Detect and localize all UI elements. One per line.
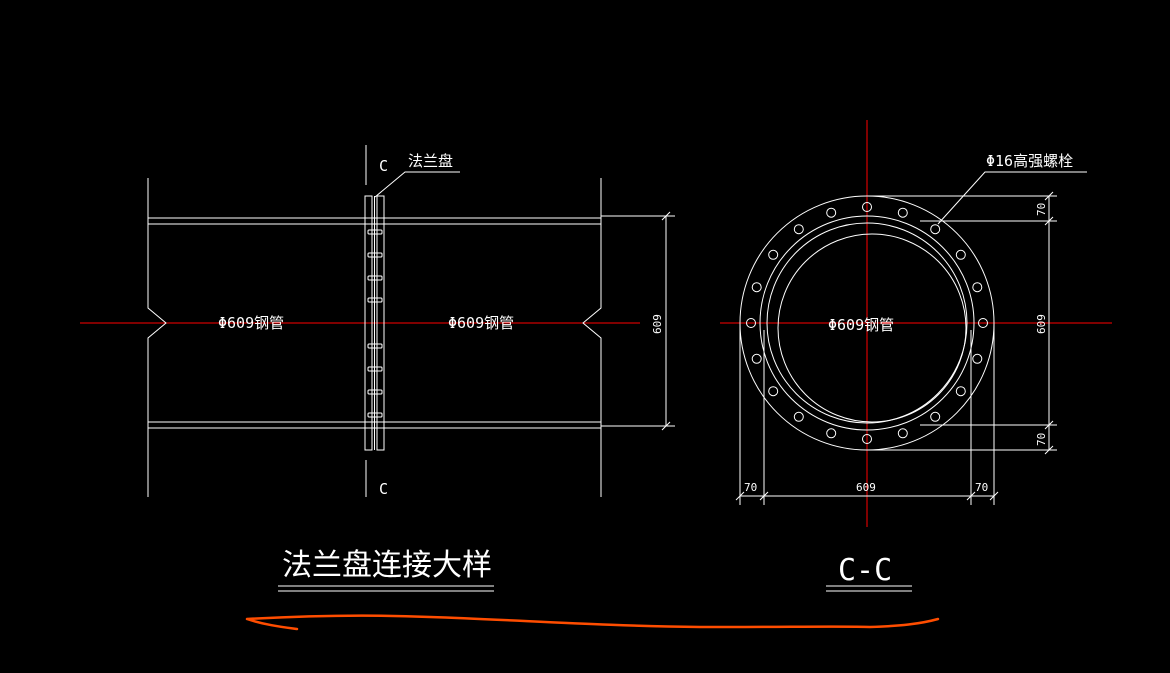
left-view-title: 法兰盘连接大样 (282, 548, 492, 583)
dim-tick (735, 491, 745, 501)
dim-middle-609: 609 (1035, 314, 1048, 334)
bolt-hole (897, 207, 908, 218)
dim-tick (661, 211, 671, 221)
bolt (367, 412, 383, 418)
dim-tick (989, 491, 999, 501)
bolt (367, 343, 383, 349)
bolt-hole (746, 318, 756, 328)
bolt-hole (972, 282, 983, 293)
bolt-hole (751, 353, 762, 364)
section-cc-view (720, 120, 1112, 592)
dim-right-70: 70 (975, 481, 988, 494)
bolt (367, 366, 383, 372)
bolt-hole (930, 224, 941, 235)
dim-tick (1044, 420, 1054, 430)
flange-inner-circle (759, 215, 975, 431)
bolt-hole (793, 411, 804, 422)
section-mark-top: C (379, 157, 388, 175)
bolt-hole (955, 249, 966, 260)
bolt-hole (826, 207, 837, 218)
bolt-hole (862, 202, 872, 212)
bolt-hole (972, 353, 983, 364)
flange-plate-left (364, 195, 373, 451)
dim-tick (966, 491, 976, 501)
bolt-leader-line (937, 171, 1087, 225)
bolt-hole (826, 428, 837, 439)
bolt (367, 275, 383, 281)
flange-plate-right (376, 195, 385, 451)
section-mark-bottom: C (379, 480, 388, 498)
cc-pipe-label: Φ609钢管 (828, 316, 894, 334)
dim-tick (1044, 191, 1054, 201)
pipe-outer-circle (766, 222, 968, 424)
dim-tick (1044, 216, 1054, 226)
right-break-line (582, 178, 602, 497)
bolt-hole (793, 224, 804, 235)
flange-leader-line (374, 171, 460, 198)
flange-elevation-view (80, 145, 675, 592)
bolt (367, 389, 383, 395)
bolt-hole (978, 318, 988, 328)
bolt-hole (862, 434, 872, 444)
dim-tick (759, 491, 769, 501)
right-view-title: C-C (838, 553, 892, 588)
pipe-label-left: Φ609钢管 (218, 314, 284, 332)
bolt-hole (751, 282, 762, 293)
dim-tick (661, 421, 671, 431)
bolt-hole (930, 411, 941, 422)
bolt-label: Φ16高强螺栓 (986, 152, 1073, 170)
bolt-hole (955, 386, 966, 397)
dim-top-70: 70 (1035, 203, 1048, 216)
bolt-holes (746, 202, 988, 444)
bolt (367, 252, 383, 258)
height-dimension-label: 609 (651, 314, 664, 334)
dim-center-609: 609 (856, 481, 876, 494)
bolt (367, 229, 383, 235)
dim-left-70: 70 (744, 481, 757, 494)
bolt-hole (768, 386, 779, 397)
left-break-line (147, 178, 167, 497)
markup-underline-stroke (245, 614, 940, 631)
pipe-label-right: Φ609钢管 (448, 314, 514, 332)
bolt-hole (768, 249, 779, 260)
flange-bolts (367, 229, 383, 418)
flange-label: 法兰盘 (408, 152, 453, 170)
pipe-inner-circle (777, 233, 967, 423)
dim-tick (1044, 445, 1054, 455)
bolt (367, 297, 383, 303)
bolt-hole (897, 428, 908, 439)
dim-bottom-70: 70 (1035, 433, 1048, 446)
